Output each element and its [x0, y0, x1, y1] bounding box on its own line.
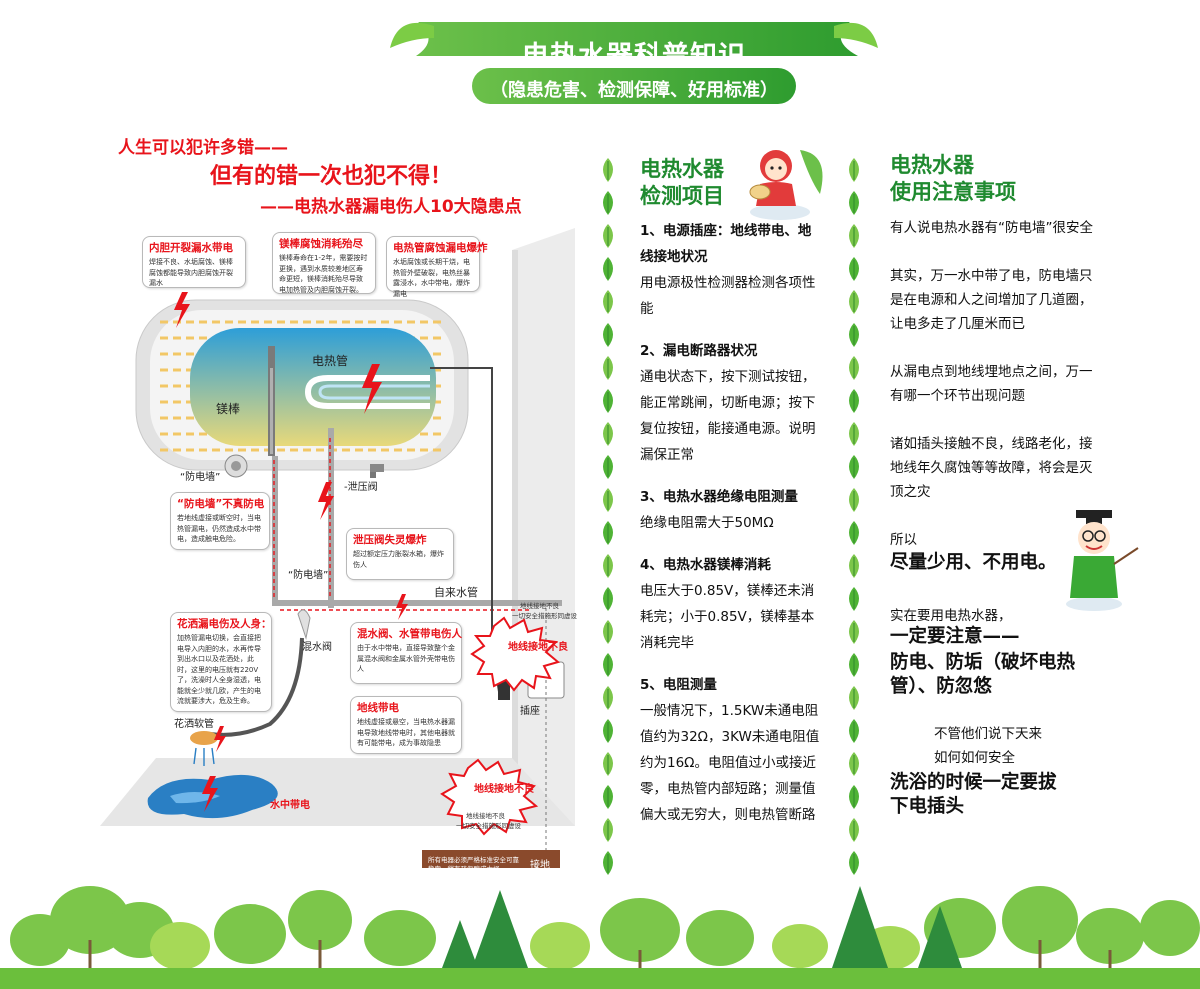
note-tank-leak: 内胆开裂漏水带电 焊接不良、水垢腐蚀、镁棒腐蚀都能导致内胆腐蚀开裂漏水 [142, 236, 246, 288]
tap-water-label: 自来水管 [434, 586, 478, 599]
check-5-title: 5、电阻测量 [640, 677, 717, 693]
note-mg-rod: 镁棒腐蚀消耗殆尽 镁棒寿命在1-2年，需要按时更换，遇到水质较差地区寿命更短，镁… [272, 232, 376, 294]
check-4-title: 4、电热水器镁棒消耗 [640, 557, 771, 573]
check-2-title: 2、漏电断路器状况 [640, 343, 758, 359]
check-5-body: 一般情况下，1.5KW未通电阻值约为32Ω，3KW未通电阻值约为16Ω。电阻值过… [640, 703, 820, 823]
mascot-girl-icon [749, 150, 823, 220]
check-2-body: 通电状态下，按下测试按钮，能正常跳闸，切断电源；按下复位按钮，能接通电源。说明漏… [640, 369, 816, 463]
note-ground-wire: 地线带电 地线虚接或悬空，当电热水器漏电导致地线带电时，其他电器就有可能带电，成… [350, 696, 462, 754]
note-anti-wall: “防电墙”不真防电 若地线虚接或断空时，当电热管漏电，仍然造成水中带电，造成触电… [170, 492, 270, 550]
intro-line-1: 人生可以犯许多错—— [118, 138, 288, 158]
right-p7-big2: 下电插头 [890, 796, 965, 817]
right-p2: 其实，万一水中带了电，防电墙只是在电源和人之间增加了几道圈，让电多走了几厘米而已 [890, 268, 1093, 332]
leaf-vine-middle [603, 158, 613, 875]
grounding-label: 接地 [530, 860, 550, 871]
check-1-body: 用电源极性检测器检测各项性能 [640, 275, 816, 317]
mixing-valve-label: 混水阀 [302, 642, 332, 653]
leaf-vine-right [849, 158, 859, 875]
check-4-body: 电压大于0.85V，镁棒还未消耗完；小于0.85V，镁棒基本消耗完毕 [640, 583, 815, 651]
tree-border [0, 886, 1200, 989]
right-p1: 有人说电热水器有“防电墙”很安全 [890, 220, 1093, 236]
right-p3: 从漏电点到地线埋地点之间，万一有哪一个环节出现问题 [890, 364, 1093, 404]
anti-wall-label-1: “防电墙” [180, 472, 221, 483]
right-p7-small1: 不管他们说下天来 [934, 726, 1042, 742]
mg-rod-label: 镁棒 [216, 402, 241, 416]
right-p6-big1: 一定要注意—— [890, 626, 1020, 647]
right-p6-small: 实在要用电热水器， [890, 608, 1012, 624]
right-title-1: 电热水器 [890, 153, 974, 177]
note-shower: 花洒漏电伤及人身： 加热管漏电切换，会直接把电导入内胆的水，水再传导到出水口以及… [170, 612, 272, 712]
ground-warning-box: 所有电器必须严格标准安全可靠稳定，稍有疏忽酿成大祸。 [428, 856, 519, 873]
ground-note-2a: 地线接地不良 [466, 812, 505, 820]
middle-sections: 1、电源插座：地线带电、地线接地状况 用电源极性检测器检测各项性能 2、漏电断路… [640, 218, 822, 828]
right-p5-small: 所以 [890, 532, 917, 548]
middle-title-1: 电热水器 [640, 157, 724, 181]
right-p6-big2: 防电、防垢（破坏电热 [890, 652, 1076, 673]
page-title: 电热水器科普知识 [522, 41, 746, 72]
header-banner [390, 22, 878, 104]
right-p7-small2: 如何如何安全 [934, 750, 1015, 766]
heater-tube-label: 电热管 [312, 354, 349, 368]
intro-line-2: 但有的错一次也犯不得！ [210, 164, 453, 189]
note-mixing-valve: 混水阀、水管带电伤人 由于水中带电，直接导致整个金属混水阀和金属水管外壳带电伤人 [350, 622, 462, 684]
note-relief-valve: 泄压阀失灵爆炸 超过额定压力胀裂水箱，爆炸伤人 [346, 528, 454, 580]
mascot-professor-icon [1066, 510, 1139, 611]
shower-hose-label: 花洒软管 [174, 719, 214, 730]
ground-note-1a: 地线接地不良 [520, 602, 559, 610]
check-3-title: 3、电热水器绝缘电阻测量 [640, 489, 798, 505]
ground-note-2b: 一切安全措施形同虚设 [456, 822, 521, 830]
water-charged-label: 水中带电 [270, 800, 310, 811]
water-heater-diagram [100, 228, 575, 868]
middle-title-2: 检测项目 [640, 184, 724, 208]
page-subtitle: （隐患危害、检测保障、好用标准） [490, 80, 778, 101]
ground-bad-badge-2: 地线接地不良 [474, 784, 534, 795]
relief-valve-label: -泄压阀 [344, 482, 378, 493]
anti-wall-label-2: “防电墙” [288, 570, 329, 581]
socket-label: 插座 [520, 706, 540, 717]
right-p7-big1: 洗浴的时候一定要拔 [890, 772, 1057, 793]
check-1-title: 1、电源插座：地线带电、地线接地状况 [640, 223, 812, 265]
intro-line-3: ——电热水器漏电伤人10大隐患点 [260, 197, 522, 217]
right-title-2: 使用注意事项 [890, 180, 1016, 204]
ground-bad-badge-1: 地线接地不良 [508, 642, 568, 653]
right-p4: 诸如插头接触不良，线路老化，接地线年久腐蚀等等故障，将会是灭顶之灾 [890, 436, 1093, 500]
check-3-body: 绝缘电阻需大于50MΩ [640, 515, 774, 531]
right-p6-big3: 管）、防忽悠 [890, 676, 992, 697]
ground-note-1b: 一切安全措施形同虚设 [512, 612, 577, 620]
note-heater-tube: 电热管腐蚀漏电爆炸 水垢腐蚀或长期干烧，电热管外壁破裂，电热丝暴露浸水，水中带电… [386, 236, 488, 298]
right-p5-big: 尽量少用、不用电。 [890, 552, 1057, 573]
